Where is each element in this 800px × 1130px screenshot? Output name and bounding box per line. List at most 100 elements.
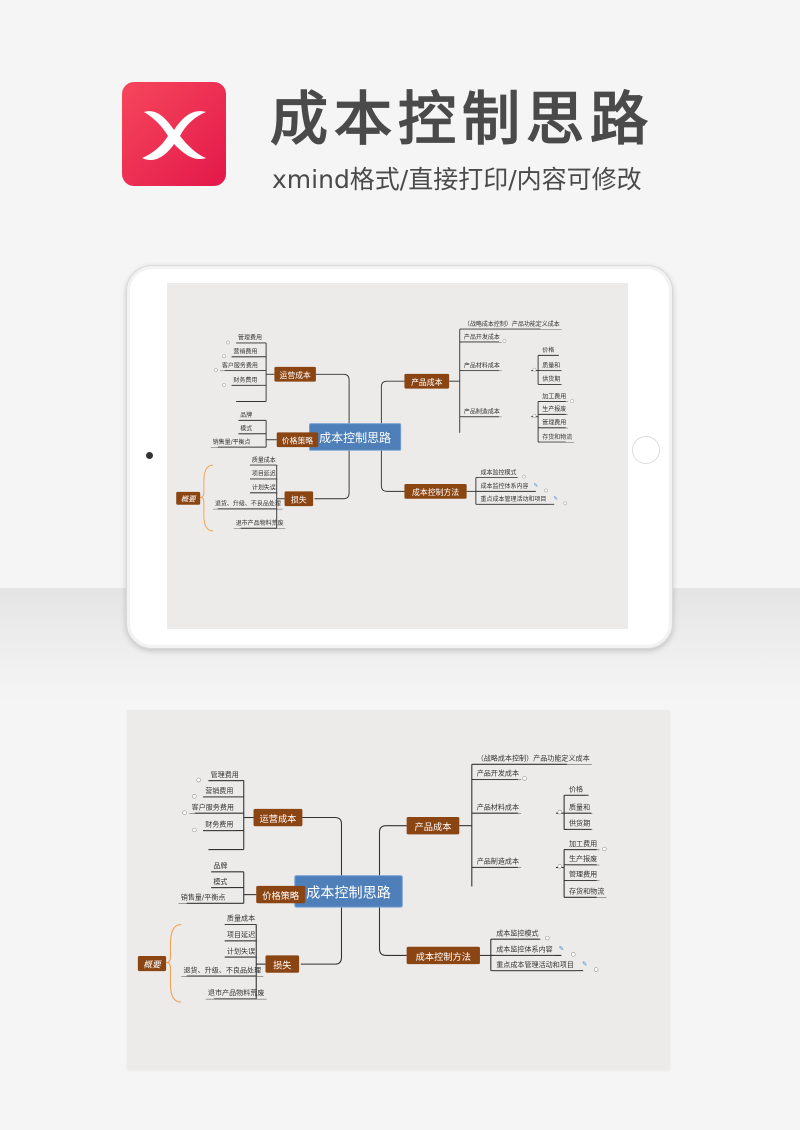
marker-dot	[602, 846, 607, 852]
leaf-shiwu[interactable]: 计划失误	[224, 947, 258, 958]
leaf-caiwu[interactable]: 财务费用	[231, 377, 260, 386]
leaf-tuihuo[interactable]: 退货、升级、不良品处理	[213, 500, 283, 510]
leaf-zhanlue[interactable]: （战略成本控制）产品功能定义成本	[462, 320, 562, 330]
leaf-jiankong[interactable]: 成本监控模式	[478, 469, 519, 479]
leaf-zhongdian[interactable]: 重点成本管理活动和项目	[494, 960, 577, 972]
leaf-moshi[interactable]: 模式	[238, 425, 255, 435]
branch-sunshi[interactable]: 损失	[284, 491, 314, 507]
leaf-xiaoshou[interactable]: 销售量/平衡点	[178, 893, 228, 904]
leaf-kaifa[interactable]: 产品开发成本	[474, 769, 522, 781]
leaf-moshi[interactable]: 模式	[211, 877, 230, 889]
leaf-cailiao[interactable]: 产品材料成本	[474, 803, 522, 814]
leaf-jiagong[interactable]: 加工费用	[540, 393, 569, 402]
camera-icon	[146, 452, 153, 459]
branch-jiage[interactable]: 价格策略	[256, 885, 306, 904]
marker-dot	[532, 413, 537, 418]
page-title: 成本控制思路	[270, 85, 655, 153]
branch-fangfa[interactable]: 成本控制方法	[404, 483, 467, 499]
leaf-zhizao[interactable]: 产品制造成本	[462, 408, 502, 418]
marker-dot	[522, 776, 527, 781]
summary-topic[interactable]: 概要	[137, 955, 167, 972]
mindmap-preview-small: 成本控制思路 运营成本 价格策略 损失 产品成本 成本控制方法 概要 管理费用 …	[167, 283, 628, 587]
leaf-pinpai[interactable]: 品牌	[238, 412, 255, 421]
leaf-tuishi[interactable]: 退市产品物料荒废	[233, 519, 286, 529]
tablet-screen: 成本控制思路 运营成本 价格策略 损失 产品成本 成本控制方法 概要 管理费用 …	[167, 283, 628, 629]
branch-chanpin[interactable]: 产品成本	[406, 816, 460, 835]
leaf-guanli[interactable]: 管理费用	[208, 770, 242, 782]
leaf-kehu[interactable]: 客户服务费用	[220, 362, 260, 372]
branch-fangfa[interactable]: 成本控制方法	[406, 946, 480, 965]
marker-dot	[192, 794, 197, 799]
leaf-guanli2[interactable]: 管理费用	[540, 419, 569, 429]
marker-dot	[214, 368, 218, 372]
leaf-tuihuo[interactable]: 退货、升级、不良品处理	[181, 966, 264, 977]
marker-dot	[502, 339, 507, 343]
marker-dot	[182, 810, 187, 815]
leaf-jiage[interactable]: 价格	[566, 785, 586, 796]
marker-dot	[571, 952, 576, 957]
xmind-logo-icon	[122, 82, 226, 186]
marker-dot	[557, 809, 562, 815]
leaf-yingxiao[interactable]: 营销费用	[203, 787, 236, 798]
leaf-guanli[interactable]: 管理费用	[236, 334, 264, 344]
leaf-zhanlue[interactable]: （战略成本控制）产品功能定义成本	[474, 754, 592, 765]
leaf-yanchi[interactable]: 项目延迟	[224, 930, 258, 942]
leaf-cunhuo[interactable]: 存货和物流	[540, 433, 575, 443]
leaf-baofei[interactable]: 生产报废	[540, 406, 569, 415]
marker-dot	[563, 501, 568, 506]
summary-topic[interactable]: 概要	[176, 491, 201, 505]
attachment-icon: ✎	[533, 482, 539, 489]
branch-yunying[interactable]: 运营成本	[253, 808, 303, 827]
central-topic[interactable]: 成本控制思路	[308, 423, 402, 451]
marker-dot	[570, 399, 575, 403]
leaf-jiagong[interactable]: 加工费用	[566, 839, 600, 851]
leaf-zhiliang2[interactable]: 质量和	[540, 362, 563, 372]
home-button	[632, 436, 660, 464]
leaf-kehu[interactable]: 客户服务费用	[189, 803, 237, 814]
marker-dot	[222, 383, 227, 387]
leaf-gonghuo[interactable]: 供货期	[566, 819, 593, 831]
leaf-zhiliang[interactable]: 质量成本	[249, 456, 278, 466]
marker-dot	[192, 827, 197, 833]
leaf-yanchi[interactable]: 项目延迟	[249, 470, 278, 480]
attachment-icon: ✎	[582, 959, 588, 968]
marker-dot	[545, 935, 550, 941]
leaf-kaifa[interactable]: 产品开发成本	[462, 333, 502, 343]
leaf-zhizao[interactable]: 产品制造成本	[474, 857, 522, 869]
attachment-icon: ✎	[553, 495, 558, 502]
leaf-xiaoshou[interactable]: 销售量/平衡点	[210, 438, 253, 448]
leaf-zhiliang2[interactable]: 质量和	[566, 803, 593, 814]
leaf-shiwu[interactable]: 计划失误	[249, 484, 278, 494]
branch-yunying[interactable]: 运营成本	[274, 366, 316, 382]
leaf-tixi[interactable]: 成本监控体系内容	[494, 945, 555, 956]
branch-chanpin[interactable]: 产品成本	[404, 373, 450, 389]
page-subtitle: xmind格式/直接打印/内容可修改	[272, 165, 642, 194]
leaf-baofei[interactable]: 生产报废	[566, 854, 600, 866]
leaf-tuishi[interactable]: 退市产品物料荒废	[205, 989, 267, 1000]
leaf-gonghuo[interactable]: 供货期	[540, 376, 563, 385]
leaf-jiankong[interactable]: 成本监控模式	[494, 929, 541, 940]
leaf-tixi[interactable]: 成本监控体系内容	[478, 483, 531, 492]
leaf-cailiao[interactable]: 产品材料成本	[462, 362, 502, 372]
marker-dot	[222, 354, 227, 359]
marker-dot	[593, 967, 599, 972]
leaf-jiage[interactable]: 价格	[540, 347, 557, 356]
marker-dot	[226, 340, 230, 345]
marker-dot	[544, 488, 548, 493]
leaf-yingxiao[interactable]: 营销费用	[231, 348, 260, 358]
marker-dot	[521, 474, 526, 479]
branch-jiage[interactable]: 价格策略	[276, 432, 319, 448]
leaf-cunhuo[interactable]: 存货和物流	[566, 887, 607, 898]
leaf-guanli2[interactable]: 管理费用	[566, 870, 600, 882]
central-topic[interactable]: 成本控制思路	[294, 875, 403, 908]
leaf-pinpai[interactable]: 品牌	[211, 861, 230, 873]
branch-sunshi[interactable]: 损失	[265, 955, 300, 973]
marker-dot	[532, 367, 537, 372]
leaf-caiwu[interactable]: 财务费用	[203, 820, 236, 832]
paper-preview: 成本控制思路 运营成本 价格策略 损失 产品成本 成本控制方法 概要 管理费用 …	[127, 710, 670, 1070]
mindmap-preview-large: 成本控制思路 运营成本 价格策略 损失 产品成本 成本控制方法 概要 管理费用 …	[127, 710, 670, 1068]
leaf-zhiliang[interactable]: 质量成本	[224, 914, 258, 926]
attachment-icon: ✎	[558, 944, 565, 953]
leaf-zhongdian[interactable]: 重点成本管理活动和项目	[478, 495, 549, 505]
marker-dot	[557, 864, 562, 869]
